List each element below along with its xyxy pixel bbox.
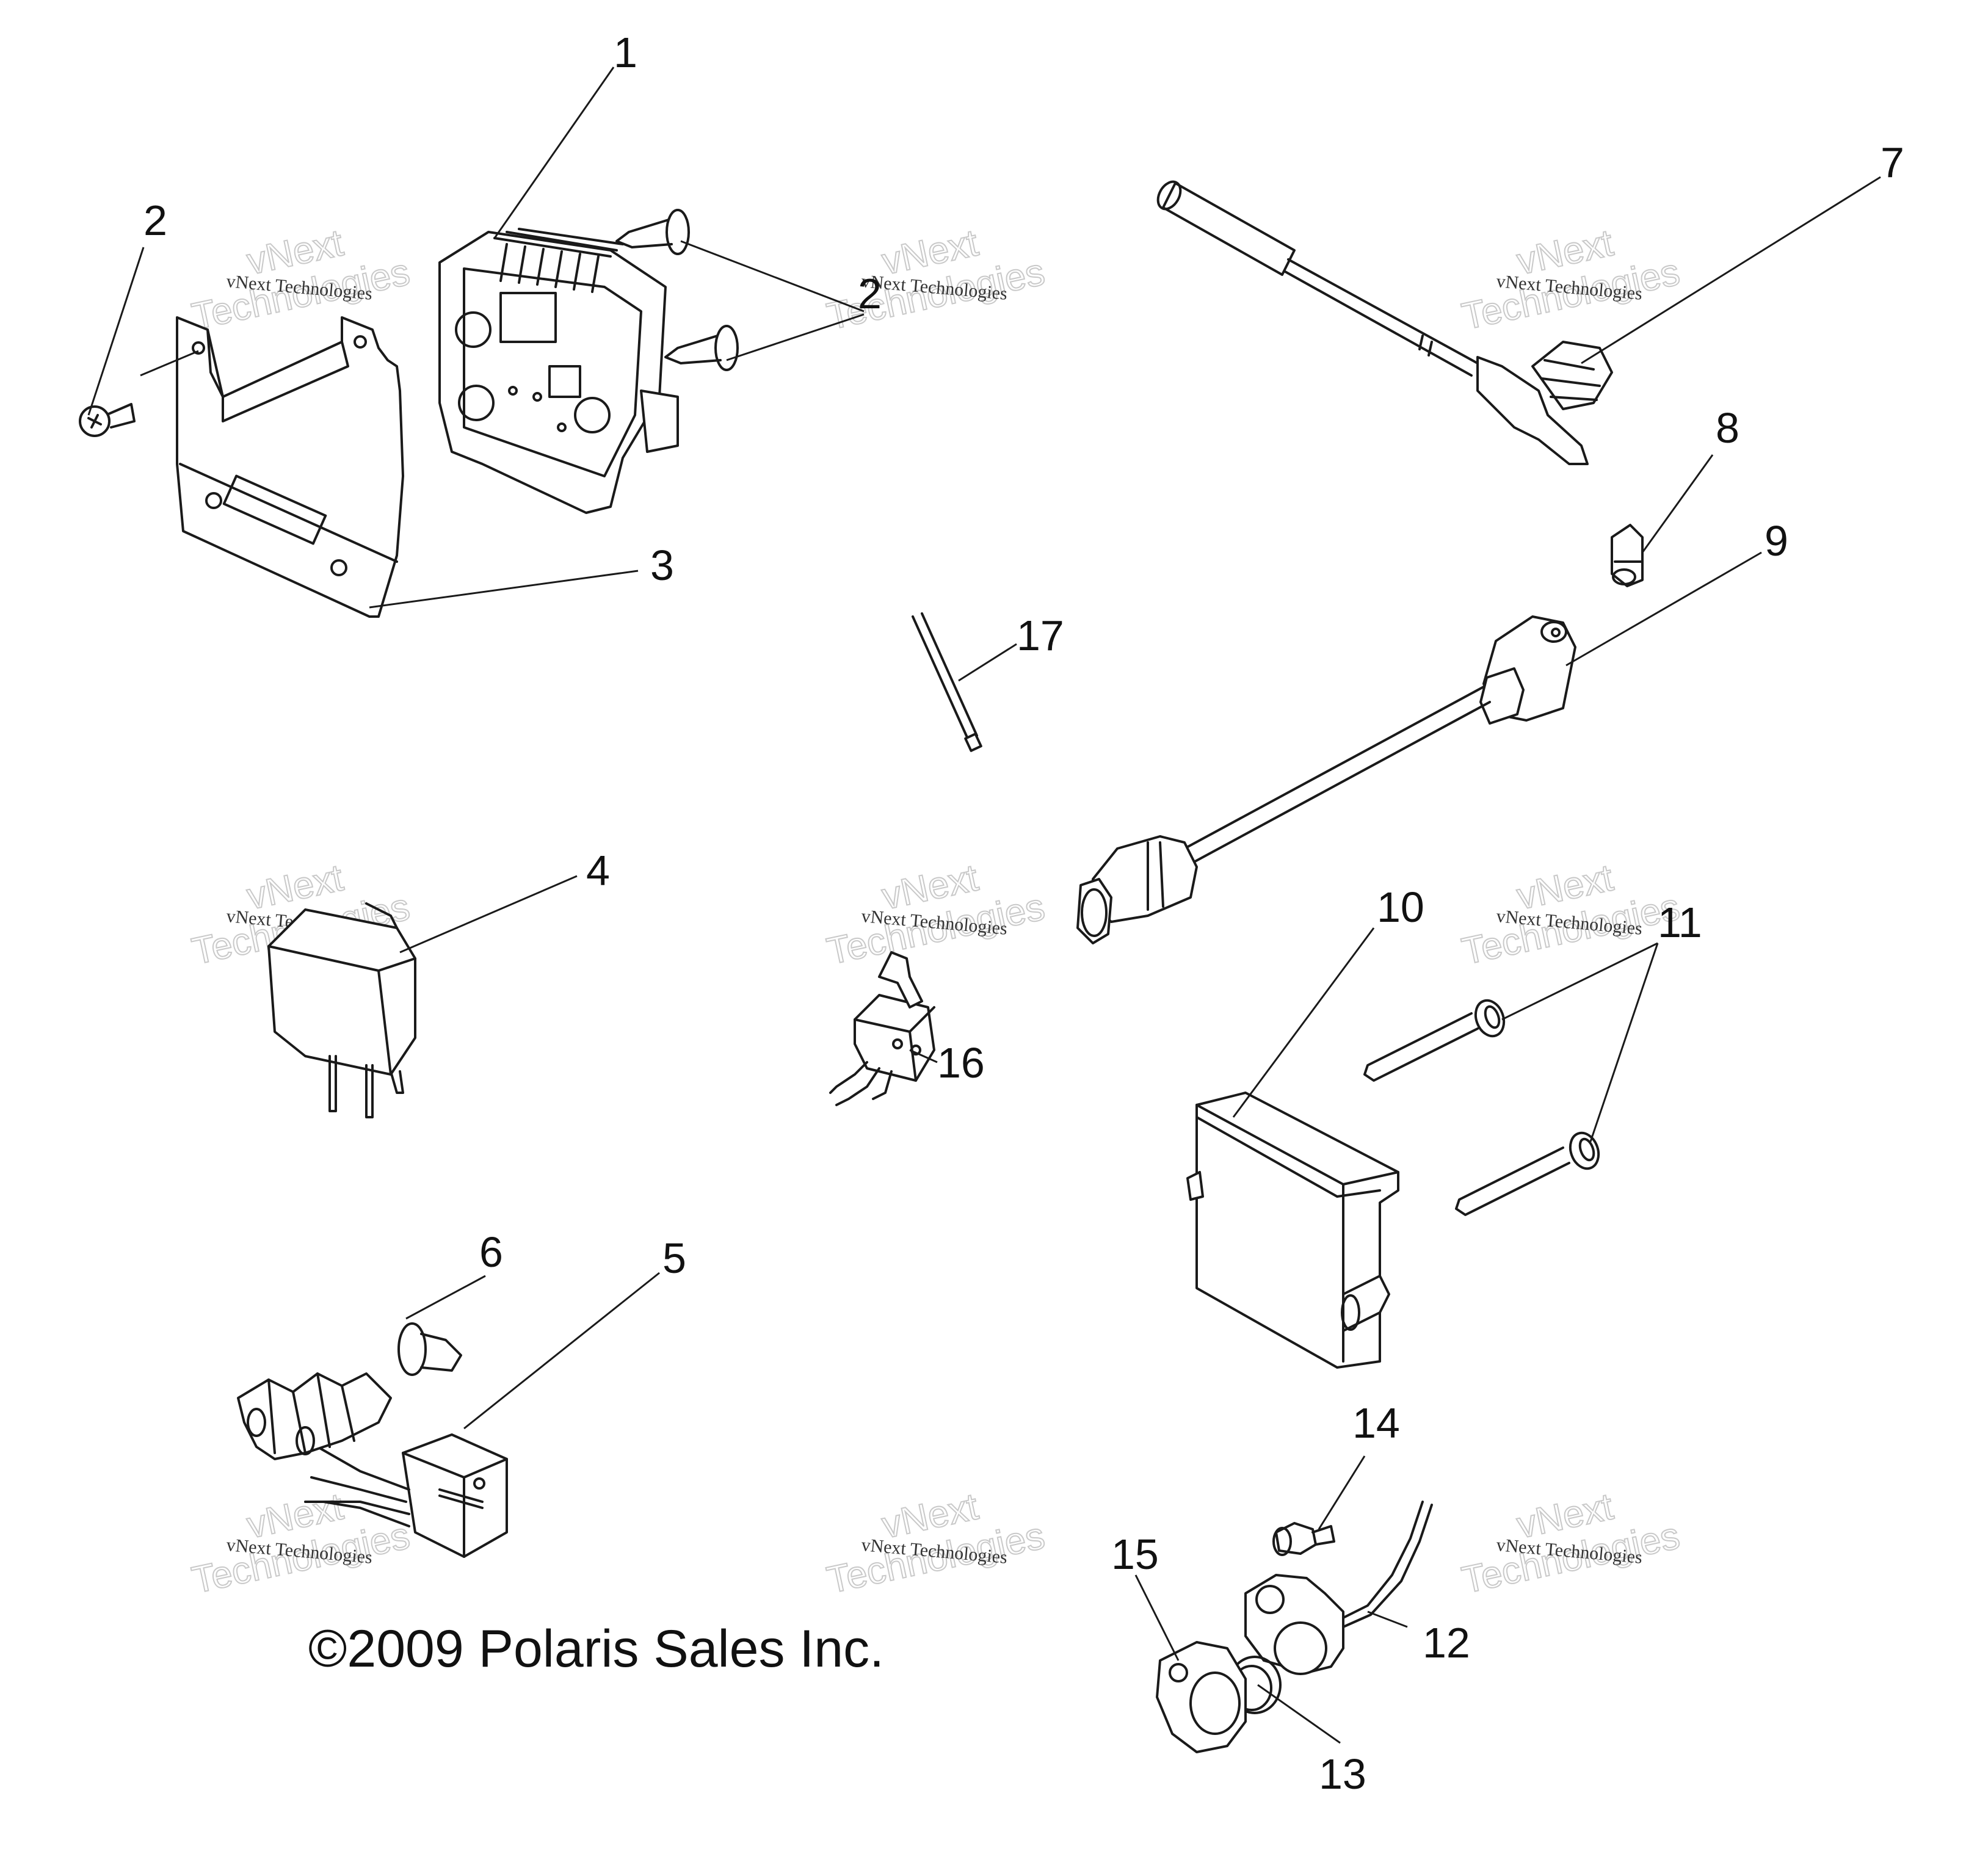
part-10-ecm (1186, 1092, 1399, 1369)
callout-17: 17 (1017, 612, 1064, 659)
callout-9: 9 (1765, 517, 1788, 565)
part-9-harness (1076, 615, 1576, 944)
part-3-bracket (176, 316, 404, 618)
callout-3: 3 (650, 541, 674, 589)
watermark: vNext Technologies vNext Technologies (823, 856, 1049, 973)
part-4-relay (267, 902, 416, 1118)
watermark: vNext Technologies vNext Technologies (823, 221, 1049, 338)
callout-15: 15 (1111, 1530, 1159, 1578)
watermark: vNext Technologies vNext Technologies (188, 1485, 414, 1602)
callout-4: 4 (586, 847, 610, 894)
callout-16: 16 (937, 1039, 985, 1087)
part-12-sensor (1244, 1501, 1433, 1675)
part-17-cable-tie (912, 612, 982, 752)
part-5-connector (237, 1372, 508, 1558)
part-2-screw-lower (664, 325, 739, 371)
callout-14: 14 (1352, 1399, 1400, 1447)
part-8-fitting (1611, 524, 1644, 587)
part-11-pin-lower (1455, 1131, 1600, 1216)
part-1-module (438, 228, 679, 514)
watermark: vNext Technologies vNext Technologies (1458, 1485, 1684, 1602)
callout-12: 12 (1423, 1619, 1470, 1667)
part-7-sensor (1156, 180, 1613, 465)
callout-2-right: 2 (858, 270, 882, 317)
watermark: vNext Technologies vNext Technologies (1458, 856, 1684, 973)
part-2-screw-upper (615, 209, 690, 255)
part-6-rivet (397, 1322, 462, 1376)
leader-lines (87, 67, 1881, 1744)
part-11-pin-upper (1363, 999, 1506, 1082)
callout-11: 11 (1658, 899, 1702, 946)
watermark: vNext Technologies vNext Technologies (823, 1485, 1049, 1602)
callout-6: 6 (479, 1228, 503, 1276)
callout-2-left: 2 (143, 197, 167, 244)
callout-5: 5 (662, 1234, 686, 1282)
part-14-bolt (1272, 1522, 1335, 1556)
watermark: vNext Technologies vNext Technologies (188, 221, 414, 338)
part-16-switch (829, 951, 935, 1106)
callout-13: 13 (1319, 1750, 1366, 1798)
watermarks: vNext Technologies vNext Technologies vN… (188, 221, 1684, 1602)
part-15-gasket (1156, 1641, 1247, 1753)
callout-8: 8 (1716, 404, 1739, 452)
part-2-screw-left (79, 403, 136, 437)
callout-7: 7 (1881, 139, 1904, 186)
copyright-notice: ©2009 Polaris Sales Inc. (308, 1620, 884, 1678)
callout-labels: 1 2 2 3 4 5 6 7 8 9 10 11 12 13 14 15 16… (143, 29, 1904, 1798)
callout-1: 1 (614, 29, 637, 76)
callout-10: 10 (1377, 883, 1424, 931)
